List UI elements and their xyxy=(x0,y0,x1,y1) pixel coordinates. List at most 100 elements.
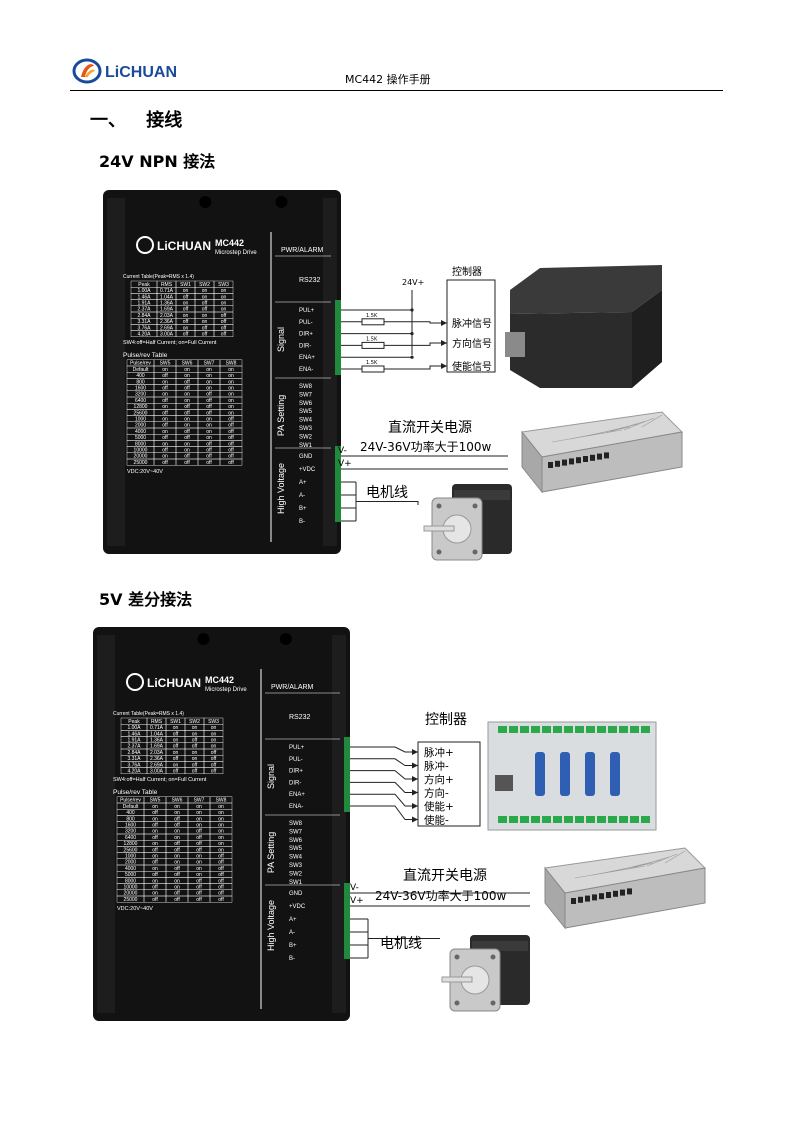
fig2-pulse-header: Pulse/rev xyxy=(120,798,141,804)
fig1-pulse-cell: on xyxy=(162,454,168,460)
fig1-driver-brand: LiCHUAN xyxy=(157,239,211,253)
fig1-pulse-cell: off xyxy=(206,441,212,447)
fig2-driver-logo-icon xyxy=(126,673,144,691)
fig2-driver-subtitle: Microstep Drive xyxy=(205,687,247,693)
fig1-pulse-cell: off xyxy=(228,448,234,454)
fig1-pwr-alarm: PWR/ALARM xyxy=(281,247,324,254)
fig2-psu-terminal xyxy=(613,890,618,897)
fig2-pulse-cell: on xyxy=(174,878,180,884)
fig1-wire-signal xyxy=(384,342,447,346)
fig2-current-cell: 2.03A xyxy=(150,750,164,756)
fig1-pulse-cell: on xyxy=(206,423,212,429)
fig2-pulse-cell: off xyxy=(174,823,180,829)
fig2-psu-side xyxy=(544,866,566,930)
fig1-pulse-cell: on xyxy=(228,410,234,416)
fig1-current-cell: 1.04A xyxy=(160,294,174,300)
fig1-current-table-title: Current Table(Peak=RMS x 1.4) xyxy=(123,274,194,280)
fig1-pulse-cell: off xyxy=(162,410,168,416)
fig2-pulse-cell: off xyxy=(196,841,202,847)
section-number: 一、 xyxy=(90,110,126,131)
fig1-signal-group-label: Signal xyxy=(276,327,286,352)
fig2-board-terminal-top xyxy=(542,726,551,733)
fig1-current-cell: 2.84A xyxy=(137,313,151,319)
fig1-psu-title: 直流开关电源 xyxy=(388,419,472,436)
fig1-mount-hole xyxy=(199,196,212,208)
fig2-pulse-cell: off xyxy=(174,841,180,847)
fig1-pulse-cell: on xyxy=(184,392,190,398)
fig1-current-cell: 1.46A xyxy=(137,294,151,300)
fig1-pulse-cell: off xyxy=(162,423,168,429)
fig1-current-cell: off xyxy=(221,319,227,325)
fig2-pulse-cell: 2000 xyxy=(125,860,136,866)
fig1-pulse-cell: on xyxy=(184,398,190,404)
fig1-pulse-cell: off xyxy=(184,386,190,392)
fig1-driver-flange xyxy=(107,198,125,546)
fig1-current-cell: 1.91A xyxy=(137,301,151,307)
fig2-pa-pin: SW8 xyxy=(289,821,303,827)
fig2-arrow xyxy=(412,776,418,782)
fig2-pulse-cell: off xyxy=(174,866,180,872)
fig2-pa-pin: SW4 xyxy=(289,855,303,861)
fig1-pulse-cell: on xyxy=(184,367,190,373)
fig2-pulse-cell: off xyxy=(218,897,224,903)
fig2-psu-terminal xyxy=(585,895,590,902)
fig2-pulse-cell: 25000 xyxy=(124,897,138,903)
fig2-pulse-cell: off xyxy=(152,885,158,891)
fig1-hv-pin: GND xyxy=(299,454,313,460)
fig2-current-cell: 2.36A xyxy=(150,756,164,762)
fig1-pulse-cell: off xyxy=(228,441,234,447)
fig2-pulse-cell: off xyxy=(196,847,202,853)
fig2-board-terminal-bottom xyxy=(641,816,650,823)
fig2-wire-signal xyxy=(350,793,418,807)
fig1-pulse-cell: off xyxy=(228,454,234,460)
fig2-driver-model: MC442 xyxy=(205,675,234,685)
fig2-board-terminal-top xyxy=(564,726,573,733)
fig1-current-cell: off xyxy=(221,313,227,319)
fig2-pulse-cell: off xyxy=(152,810,158,816)
fig2-current-cell: off xyxy=(211,750,217,756)
fig2-board xyxy=(487,721,657,831)
fig2-pulse-cell: 20000 xyxy=(124,891,138,897)
fig2-psu-terminal xyxy=(606,892,611,898)
fig1-pulse-cell: on xyxy=(162,441,168,447)
fig2-board-terminal-top xyxy=(575,726,584,733)
fig1-current-cell: on xyxy=(183,325,189,331)
fig2-stepper-motor xyxy=(441,935,530,1012)
fig1-motor-screw xyxy=(472,503,478,509)
fig2-arrow xyxy=(412,816,418,823)
fig2-v-plus: V+ xyxy=(350,896,364,906)
fig1-pulse-cell: on xyxy=(184,417,190,423)
fig2-board-terminal-top xyxy=(531,726,540,733)
fig2-arrow xyxy=(412,803,418,809)
fig2-pulse-cell: on xyxy=(174,829,180,835)
fig1-pulse-cell: 12800 xyxy=(134,404,148,410)
fig2-wire-signal xyxy=(350,746,418,753)
fig1-driver-logo-icon xyxy=(136,236,154,254)
fig2-pulse-cell: off xyxy=(196,835,202,841)
fig2-signal-group-label: Signal xyxy=(266,764,276,789)
fig1-pulse-cell: on xyxy=(184,373,190,379)
fig1-pulse-cell: on xyxy=(162,379,168,385)
fig1-pa-pin: SW7 xyxy=(299,392,313,398)
fig2-hv-pin: A+ xyxy=(289,917,297,923)
fig1-pulse-cell: Default xyxy=(133,367,149,373)
fig1-pulse-cell: on xyxy=(162,417,168,423)
fig1-pulse-cell: on xyxy=(206,435,212,441)
fig2-current-cell: 4.20A xyxy=(127,769,141,775)
fig1-motor-shaft xyxy=(423,525,455,532)
fig2-pulse-cell: off xyxy=(218,878,224,884)
fig2-psu-terminal xyxy=(592,894,597,901)
fig1-current-cell: on xyxy=(202,313,208,319)
fig1-pulse-cell: on xyxy=(228,392,234,398)
fig1-pa-group-label: PA Setting xyxy=(276,395,286,436)
fig2-pulse-cell: off xyxy=(196,891,202,897)
fig1-pulse-cell: off xyxy=(206,404,212,410)
fig1-pulse-cell: off xyxy=(162,448,168,454)
fig2-current-cell: off xyxy=(192,769,198,775)
fig2-pulse-cell: on xyxy=(174,810,180,816)
fig2-pulse-cell: on xyxy=(196,866,202,872)
fig2-controller-label: 控制器 xyxy=(425,712,467,728)
fig2-psu-terminal xyxy=(599,893,604,900)
fig1-pulse-cell: on xyxy=(206,417,212,423)
